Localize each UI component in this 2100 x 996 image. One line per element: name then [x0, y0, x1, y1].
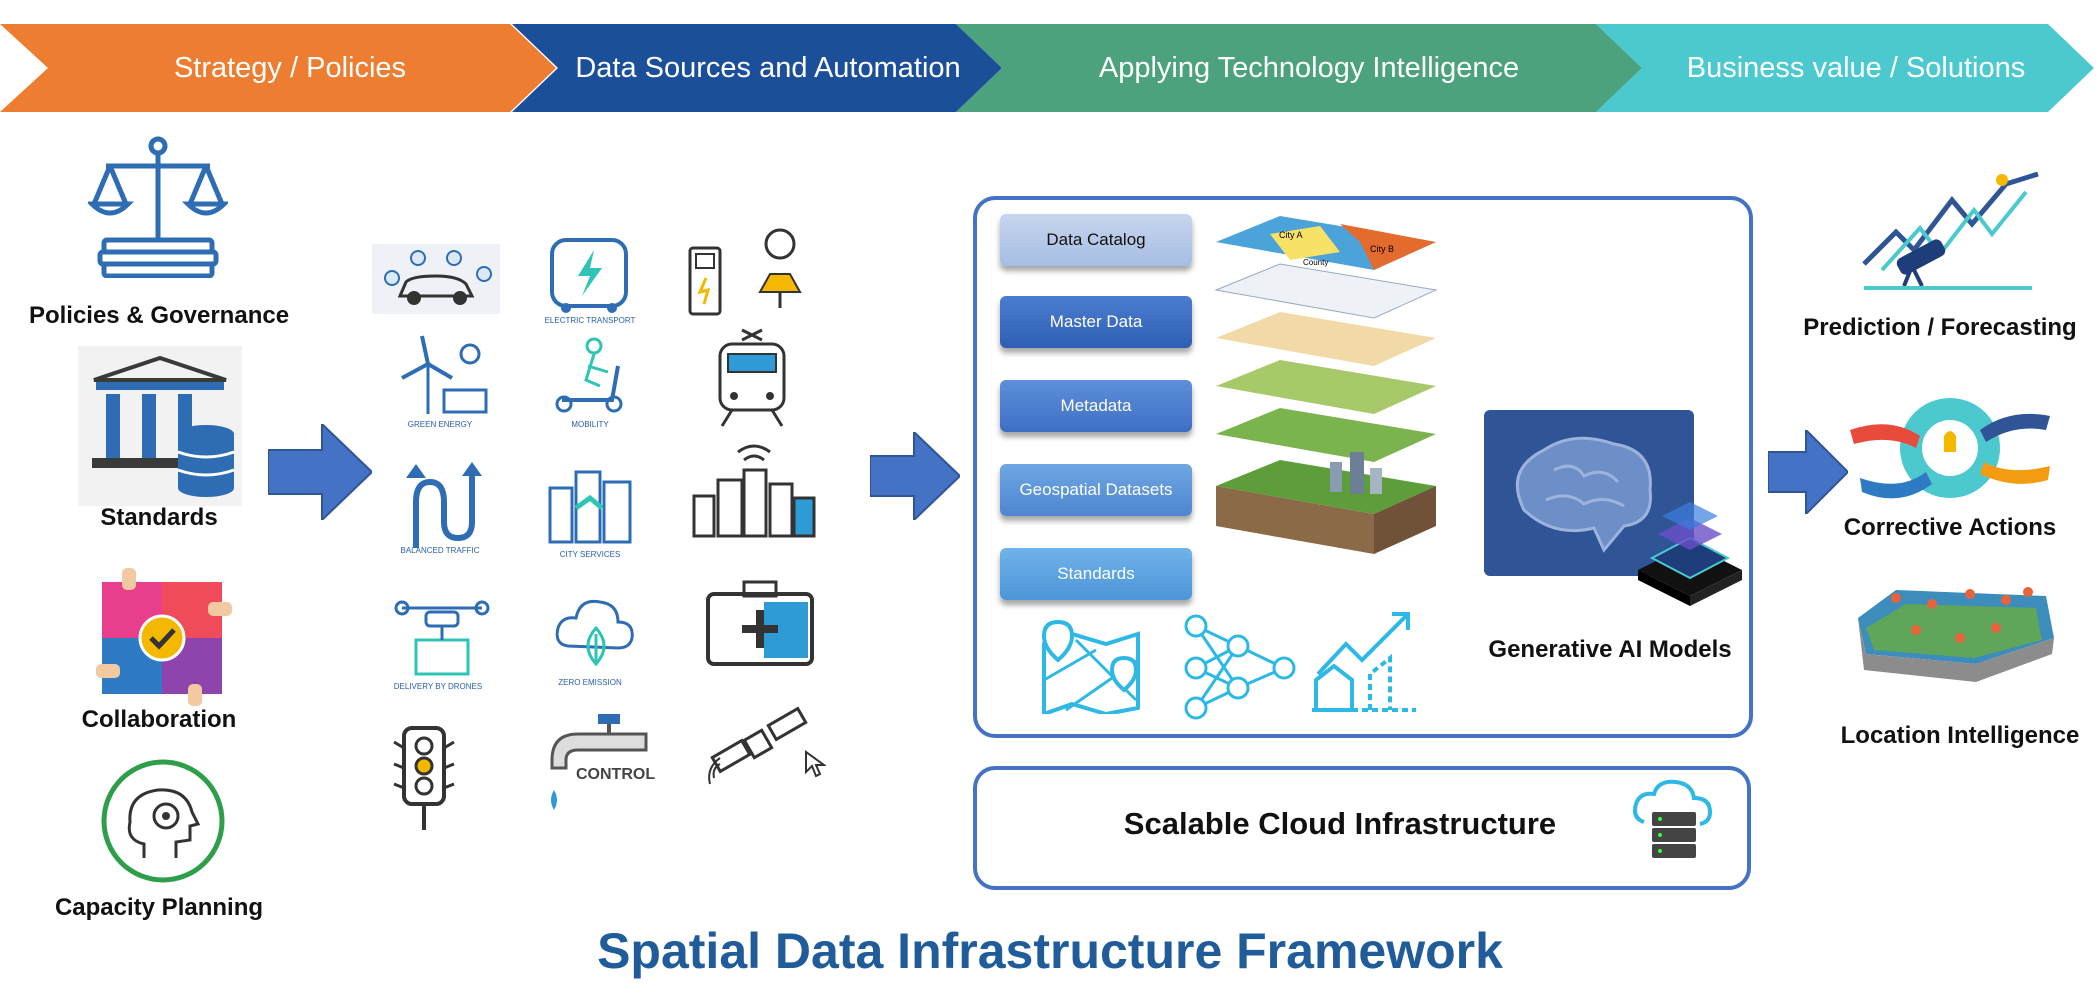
connected-car-icon [372, 244, 500, 314]
mobility-scooter-icon [555, 337, 623, 413]
location-intelligence-terrain-icon [1858, 587, 2054, 682]
location-intelligence-label: Location Intelligence [1840, 722, 2080, 749]
brain-icon [1515, 436, 1652, 553]
green-energy-caption: GREEN ENERGY [407, 420, 473, 429]
corrective-actions-gears-icon [1850, 398, 2050, 499]
puzzle-collaboration-icon [96, 568, 232, 706]
flow-arrow-icon [870, 432, 960, 520]
delivery-drone-icon [394, 600, 490, 676]
stage-label: Business value / Solutions [1686, 51, 2026, 84]
master-data-button[interactable]: Master Data [1000, 296, 1192, 348]
first-aid-kit-icon [706, 580, 814, 666]
metadata-button[interactable]: Metadata [1000, 380, 1192, 432]
ai-chip-icon [1638, 502, 1742, 606]
map-label-city-b: City B [1370, 244, 1395, 254]
building-database-icon [92, 355, 235, 497]
data-catalog-button[interactable]: Data Catalog [1000, 214, 1192, 266]
standards-label: Standards [100, 504, 218, 531]
policies-governance-label: Policies & Governance [28, 302, 290, 329]
stage-business-value: Business value / Solutions [1596, 24, 2094, 112]
stage-label: Data Sources and Automation [575, 51, 961, 84]
cloud-infrastructure-label: Scalable Cloud Infrastructure [1123, 806, 1557, 841]
balanced-traffic-road-icon [406, 462, 482, 548]
stage-strategy-policies: Strategy / Policies [0, 24, 556, 112]
zero-emission-cloud-leaf-icon [555, 599, 634, 667]
electric-transport-caption: ELECTRIC TRANSPORT [544, 316, 636, 325]
city-services-caption: CITY SERVICES [559, 550, 621, 559]
stage-technology-intelligence: Applying Technology Intelligence [956, 24, 1642, 112]
balanced-traffic-caption: BALANCED TRAFFIC [400, 546, 480, 555]
satellite-icon [708, 706, 808, 785]
tram-train-icon [718, 328, 786, 427]
generative-ai-label: Generative AI Models [1488, 636, 1732, 663]
wind-solar-icon [401, 335, 488, 414]
ev-charging-solar-icon [688, 228, 802, 316]
flow-arrow-icon [1768, 430, 1848, 514]
scales-of-justice-icon [88, 136, 228, 278]
cloud-server-icon [1633, 779, 1713, 858]
map-label-county: County [1303, 258, 1329, 267]
standards-button[interactable]: Standards [1000, 548, 1192, 600]
delivery-drones-caption: DELIVERY BY DRONES [393, 682, 483, 691]
map-pins-icon [1041, 620, 1140, 714]
stage-data-sources: Data Sources and Automation [512, 24, 1002, 112]
cloud-infrastructure-panel [973, 766, 1751, 890]
traffic-light-icon [393, 726, 455, 830]
stage-label: Applying Technology Intelligence [1098, 51, 1520, 84]
stage-label: Strategy / Policies [173, 51, 407, 84]
ai-brain-tile [1484, 410, 1694, 576]
geospatial-datasets-button[interactable]: Geospatial Datasets [1000, 464, 1192, 516]
mobility-caption: MOBILITY [571, 420, 609, 429]
capacity-planning-head-gear-icon [101, 759, 225, 883]
capacity-planning-label: Capacity Planning [54, 894, 264, 921]
smart-city-wifi-icon [692, 444, 816, 538]
electric-transport-icon [550, 238, 628, 313]
neural-network-icon [1184, 614, 1296, 720]
water-tap-control-icon [550, 714, 648, 810]
forecasting-telescope-icon [1862, 171, 2039, 290]
growth-chart-house-icon [1312, 612, 1416, 712]
zero-emission-caption: ZERO EMISSION [558, 678, 622, 687]
corrective-actions-label: Corrective Actions [1843, 514, 2057, 541]
standards-icon-tile [78, 346, 242, 506]
collaboration-label: Collaboration [81, 706, 237, 733]
page-title: Spatial Data Infrastructure Framework [597, 923, 1503, 979]
control-caption: CONTROL [576, 766, 656, 783]
cursor-icon [805, 750, 826, 778]
gis-layer-stack-illustration [1214, 216, 1438, 554]
city-services-icon [548, 470, 632, 544]
map-label-city-a: City A [1279, 230, 1303, 240]
prediction-forecasting-label: Prediction / Forecasting [1803, 314, 2077, 341]
flow-arrow-icon [268, 424, 372, 520]
